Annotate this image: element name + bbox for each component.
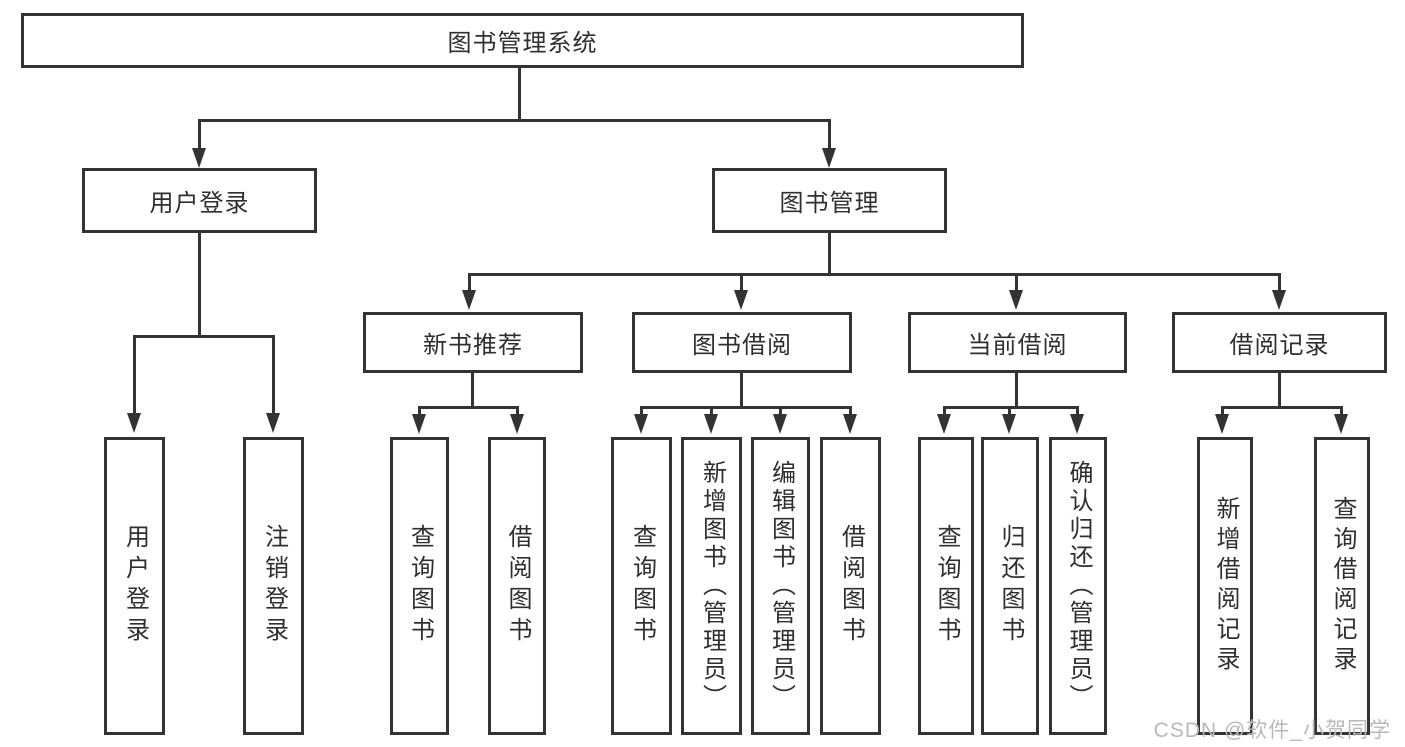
arrow-down-icon [266,413,280,433]
connector-line [943,406,1079,409]
arrow-down-icon [704,414,718,434]
node-borrow-record-label: 借阅记录 [1229,332,1330,359]
arrow-down-icon [634,414,648,434]
connector-line [1015,373,1018,406]
arrow-down-icon [843,414,857,434]
connector-line [198,233,201,335]
connector-line [1278,273,1281,292]
connector-line [740,273,743,292]
connector-line [640,406,852,409]
connector-line [272,335,275,415]
connector-line [943,406,946,416]
arrow-down-icon [127,413,141,433]
node-user-login-leaf-label: 用户登录 [121,524,149,648]
node-bb-query-book-label: 查询图书 [628,524,656,648]
arrow-down-icon [1272,290,1286,310]
connector-line [518,68,521,119]
arrow-down-icon [1002,414,1016,434]
connector-line [133,335,136,415]
arrow-down-icon [773,414,787,434]
arrow-down-icon [1070,414,1084,434]
node-cb-confirm-return-label: 确认归还（管理员） [1065,460,1092,712]
node-user-login-leaf: 用户登录 [104,437,165,735]
connector-line [1008,406,1011,416]
node-borrow-record: 借阅记录 [1172,312,1387,373]
node-cb-confirm-return: 确认归还（管理员） [1049,437,1107,735]
connector-line [1278,373,1281,406]
node-bb-add-book: 新增图书（管理员） [681,437,742,735]
node-cb-return-book-label: 归还图书 [997,524,1024,648]
connector-line [779,406,782,416]
node-book-borrow-label: 图书借阅 [692,332,792,359]
arrow-down-icon [1215,414,1229,434]
connector-line [468,273,471,292]
node-bb-add-book-label: 新增图书（管理员） [698,460,726,712]
arrow-down-icon [1009,290,1023,310]
connector-line [828,119,831,150]
node-cb-return-book: 归还图书 [981,437,1039,735]
node-user-login: 用户登录 [82,168,317,233]
arrow-down-icon [734,290,748,310]
node-logout-leaf: 注销登录 [243,437,304,735]
connector-line [740,373,743,406]
arrow-down-icon [510,414,524,434]
connector-line [1015,273,1018,292]
node-bb-borrow-book-label: 借阅图书 [837,524,865,648]
node-new-book-rec-label: 新书推荐 [423,332,523,359]
arrow-down-icon [462,290,476,310]
node-bb-edit-book-label: 编辑图书（管理员） [767,460,795,712]
connector-line [133,335,275,338]
node-cb-query-book-label: 查询图书 [933,524,960,648]
csdn-watermark: CSDN @软件_小贺同学 [1153,719,1391,742]
node-user-login-label: 用户登录 [149,190,250,217]
node-br-query-record: 查询借阅记录 [1314,437,1370,735]
arrow-down-icon [822,148,836,168]
node-nbr-query-book: 查询图书 [390,437,449,735]
connector-line [198,119,201,150]
arrow-down-icon [412,414,426,434]
connector-line [468,273,1281,276]
connector-line [1340,406,1343,416]
connector-line [471,373,474,406]
connector-line [1076,406,1079,416]
connector-line [1221,406,1224,416]
node-br-query-record-label: 查询借阅记录 [1329,496,1356,676]
connector-line [198,119,831,122]
connector-line [1221,406,1343,409]
node-br-add-record-label: 新增借阅记录 [1212,496,1239,676]
node-book-borrow: 图书借阅 [632,312,852,373]
node-current-borrow-label: 当前借阅 [967,332,1068,359]
connector-line [710,406,713,416]
node-nbr-query-book-label: 查询图书 [406,524,434,648]
node-book-mgmt: 图书管理 [712,168,947,233]
connector-line [418,406,421,416]
arrow-down-icon [937,414,951,434]
connector-line [640,406,643,416]
node-book-mgmt-label: 图书管理 [779,190,880,217]
node-bb-query-book: 查询图书 [611,437,672,735]
node-bb-edit-book: 编辑图书（管理员） [751,437,810,735]
node-new-book-rec: 新书推荐 [363,312,583,373]
node-nbr-borrow-book: 借阅图书 [488,437,546,735]
node-logout-leaf-label: 注销登录 [260,524,288,648]
node-cb-query-book: 查询图书 [918,437,974,735]
connector-line [849,406,852,416]
arrow-down-icon [1334,414,1348,434]
connector-line [516,406,519,416]
node-bb-borrow-book: 借阅图书 [820,437,881,735]
node-root: 图书管理系统 [21,13,1024,68]
node-current-borrow: 当前借阅 [908,312,1127,373]
arrow-down-icon [192,148,206,168]
node-br-add-record: 新增借阅记录 [1197,437,1253,735]
node-nbr-borrow-book-label: 借阅图书 [504,524,531,648]
node-root-label: 图书管理系统 [447,30,598,57]
connector-line [418,406,519,409]
connector-line [828,233,831,273]
